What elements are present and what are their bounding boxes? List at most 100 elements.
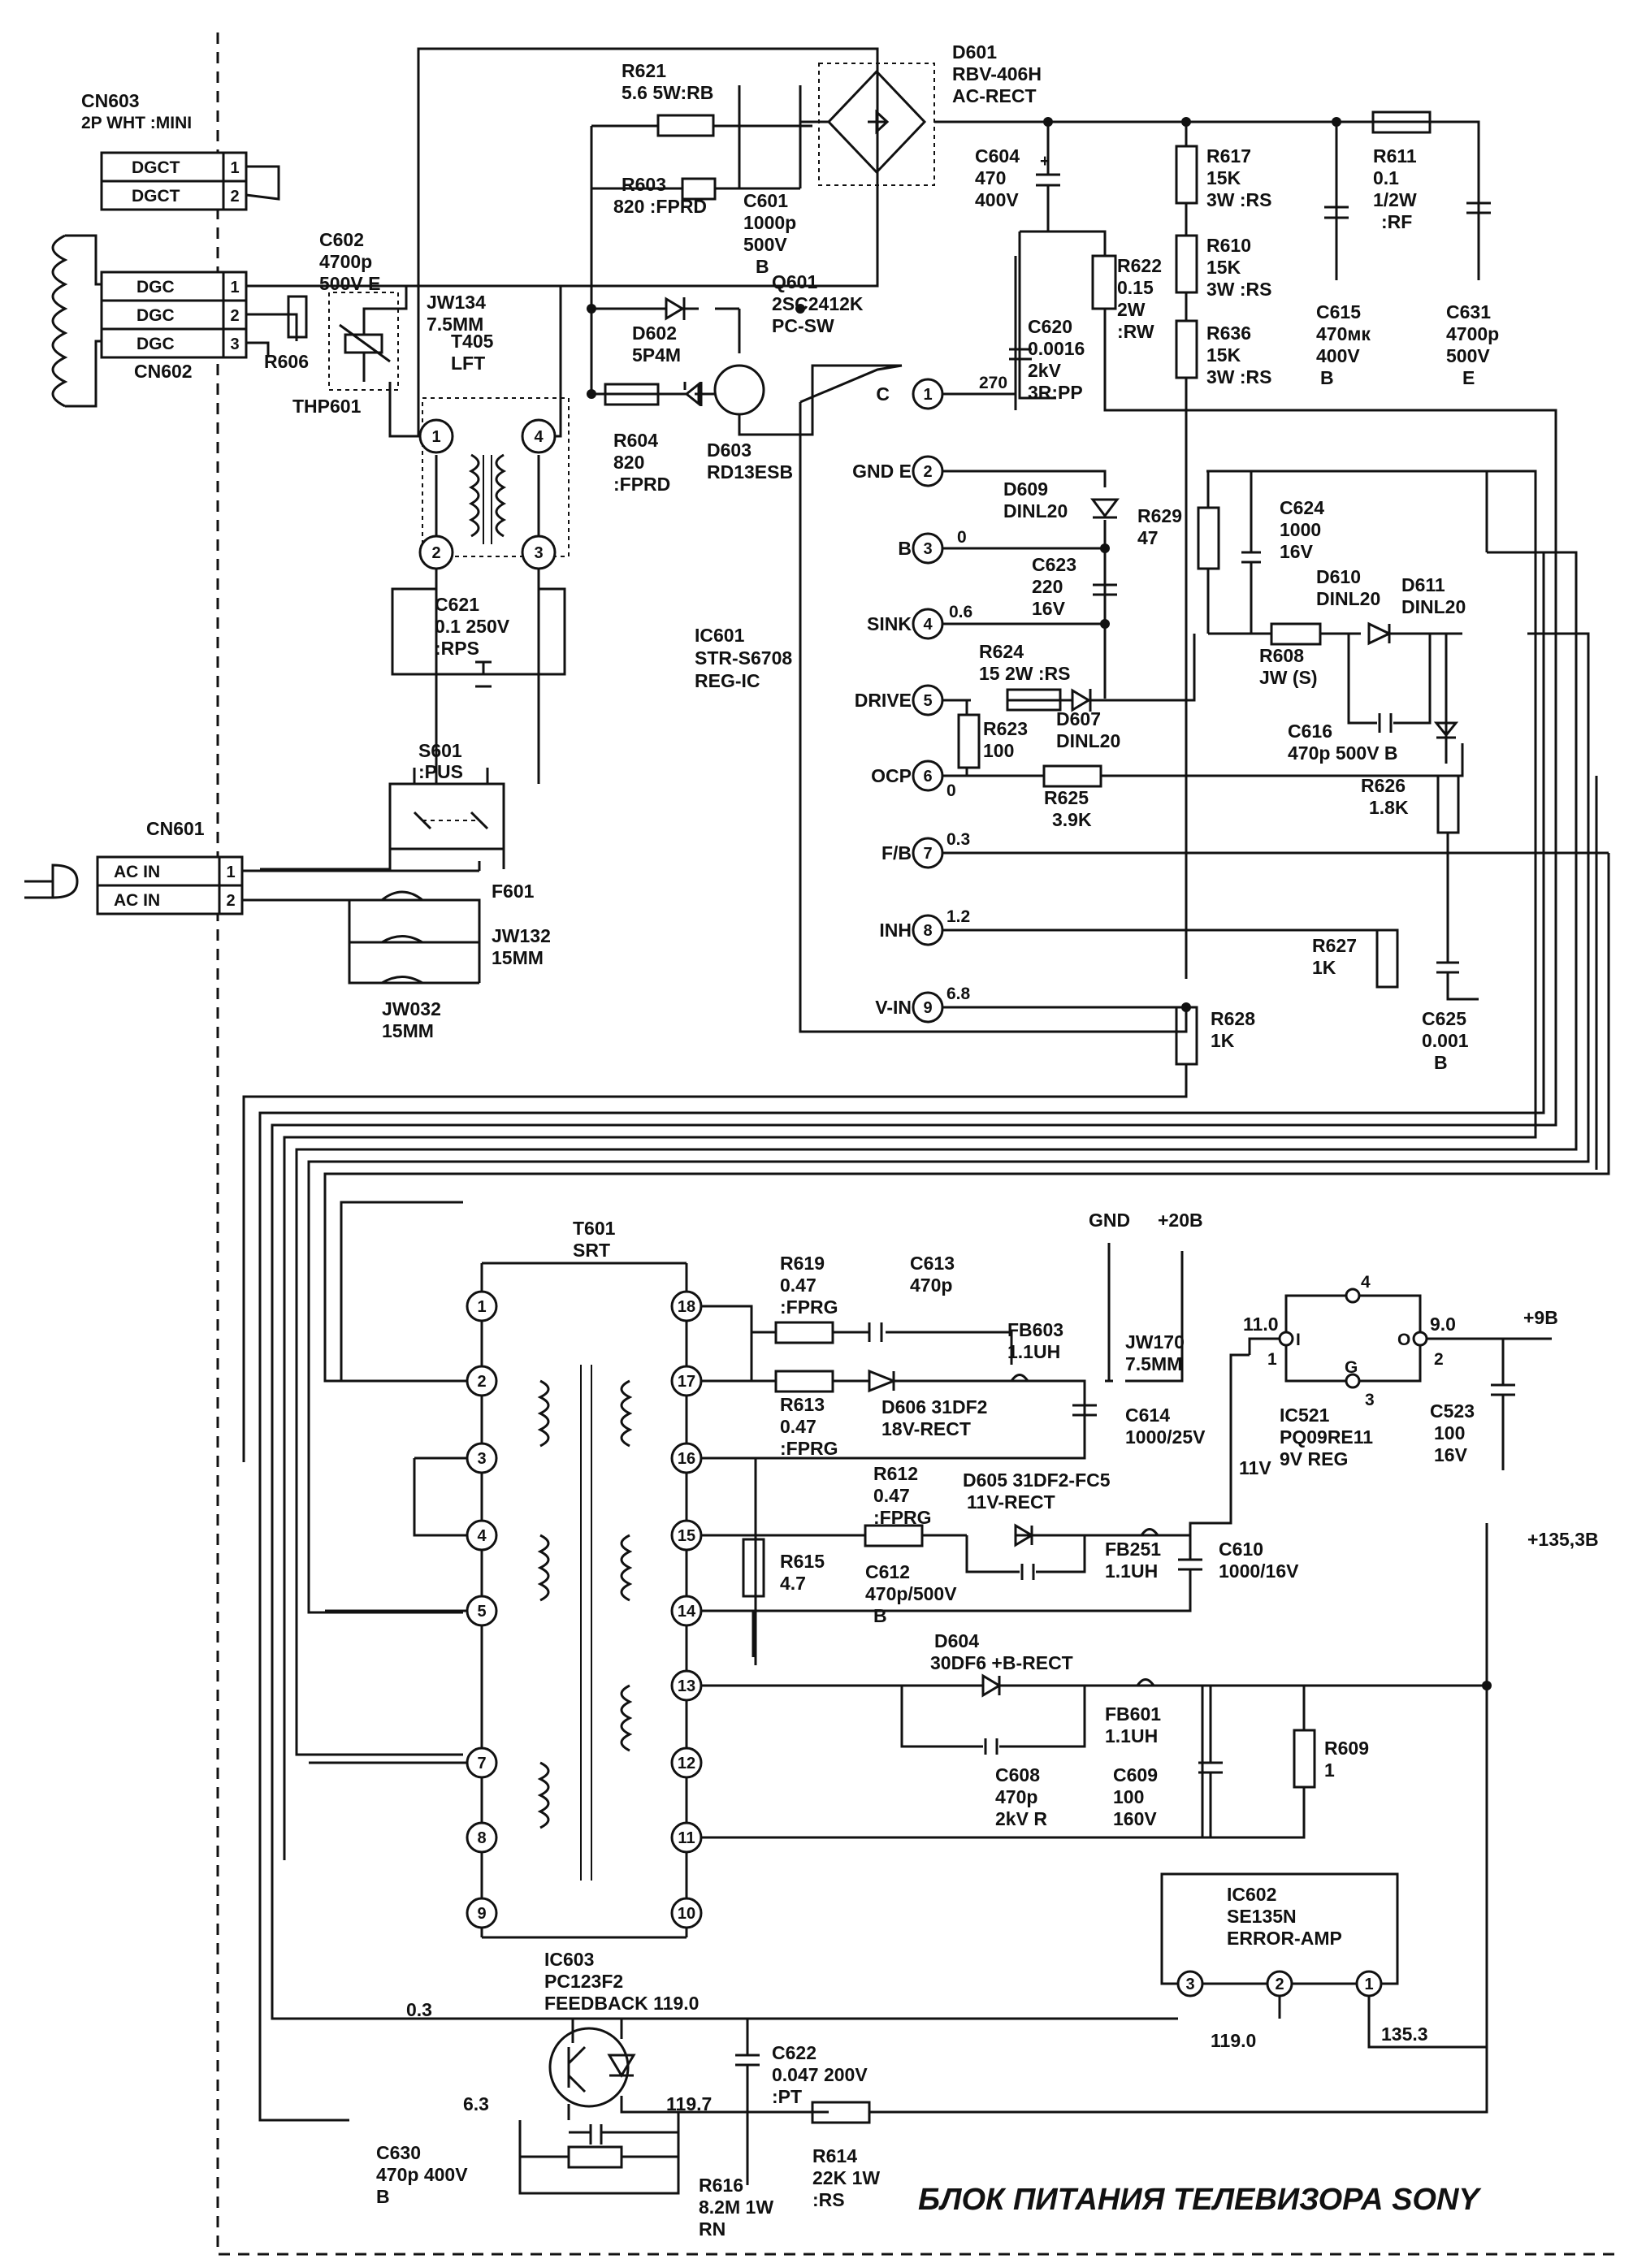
svg-text:160V: 160V	[1113, 1808, 1157, 1829]
svg-text:IC603: IC603	[544, 1949, 594, 1970]
svg-text:820 :FPRD: 820 :FPRD	[613, 196, 707, 217]
svg-text:C621: C621	[435, 594, 479, 615]
svg-text:8: 8	[923, 922, 932, 940]
svg-text::FPRG: :FPRG	[780, 1438, 838, 1459]
svg-text:9: 9	[477, 1905, 486, 1923]
svg-text:4700p: 4700p	[1446, 323, 1499, 344]
cn603-pin2-name: DGCT	[132, 187, 180, 206]
svg-text:0.6: 0.6	[949, 603, 972, 621]
svg-text:B: B	[756, 256, 769, 277]
svg-text:O: O	[1397, 1331, 1410, 1349]
svg-text:R621: R621	[622, 60, 666, 81]
svg-text:F/B: F/B	[881, 842, 912, 863]
svg-text:2kV: 2kV	[1028, 360, 1062, 381]
svg-text:400V: 400V	[1316, 345, 1360, 366]
svg-text:8.2M 1W: 8.2M 1W	[699, 2197, 773, 2218]
svg-text:1: 1	[1364, 1976, 1373, 1993]
svg-text:C614: C614	[1125, 1405, 1170, 1426]
svg-text:Q601: Q601	[772, 271, 817, 292]
svg-text:119.7: 119.7	[666, 2093, 712, 2114]
svg-text:JW (S): JW (S)	[1259, 667, 1318, 688]
svg-text:8: 8	[477, 1829, 486, 1847]
svg-text:C523: C523	[1430, 1400, 1475, 1422]
svg-text:11V: 11V	[1239, 1457, 1271, 1478]
svg-text:G: G	[1345, 1358, 1358, 1377]
svg-text:18V-RECT: 18V-RECT	[881, 1418, 971, 1439]
svg-text:3: 3	[534, 544, 543, 562]
svg-text:1.2: 1.2	[946, 907, 970, 926]
svg-text:R603: R603	[622, 174, 666, 195]
svg-text:15: 15	[678, 1527, 695, 1545]
svg-text:1: 1	[431, 428, 440, 446]
svg-text:15 2W :RS: 15 2W :RS	[979, 663, 1070, 684]
svg-text:C624: C624	[1280, 497, 1324, 518]
svg-text:ERROR-AMP: ERROR-AMP	[1227, 1928, 1342, 1949]
svg-text:AC IN: AC IN	[114, 891, 160, 910]
svg-text:7: 7	[923, 845, 932, 863]
svg-text:135.3: 135.3	[1381, 2023, 1428, 2045]
svg-text:2: 2	[226, 892, 235, 910]
svg-text:JW132: JW132	[492, 925, 551, 946]
svg-text:R614: R614	[812, 2145, 857, 2166]
s601-switch	[388, 782, 505, 850]
svg-text:0.3: 0.3	[406, 1999, 432, 2020]
svg-text:5: 5	[923, 692, 932, 710]
svg-text:22K 1W: 22K 1W	[812, 2167, 880, 2188]
svg-text:SE135N: SE135N	[1227, 1906, 1297, 1927]
cn603-type: 2P WHT :MINI	[81, 114, 192, 132]
svg-text:11V-RECT: 11V-RECT	[967, 1491, 1055, 1513]
cn601-connector: AC IN 1 AC IN 2 CN601	[24, 818, 244, 915]
svg-text:1/2W: 1/2W	[1373, 189, 1417, 210]
svg-text:DINL20: DINL20	[1056, 730, 1120, 751]
svg-text:DINL20: DINL20	[1316, 588, 1380, 609]
svg-text:1: 1	[477, 1298, 486, 1316]
svg-text:C616: C616	[1288, 721, 1332, 742]
svg-text:DINL20: DINL20	[1003, 500, 1068, 522]
svg-text:4: 4	[1361, 1273, 1371, 1292]
svg-text:2: 2	[431, 544, 440, 562]
svg-text:13: 13	[678, 1677, 695, 1695]
svg-text:470p: 470p	[910, 1275, 952, 1296]
svg-text:R615: R615	[780, 1551, 825, 1572]
svg-text:1000p: 1000p	[743, 212, 796, 233]
svg-text:B: B	[376, 2186, 390, 2207]
svg-text:11.0: 11.0	[1243, 1314, 1279, 1335]
svg-text:E: E	[1462, 367, 1475, 388]
svg-text:DGC: DGC	[136, 306, 175, 325]
svg-text::RW: :RW	[1117, 321, 1154, 342]
svg-text:C: C	[876, 383, 890, 405]
svg-text:DINL20: DINL20	[1401, 596, 1466, 617]
svg-text:DRIVE: DRIVE	[855, 690, 912, 711]
svg-text:F601: F601	[492, 881, 535, 902]
svg-text:D604: D604	[934, 1630, 979, 1651]
cn603-pin1-name: DGCT	[132, 158, 180, 177]
svg-text:C623: C623	[1032, 554, 1076, 575]
rail-labels: GND +20В +9В +135,3В 11V 11.0 9.0 0.3 6.…	[406, 1210, 1599, 2114]
svg-text:15K: 15K	[1206, 344, 1241, 366]
ic602-error-amp: 3 2 1	[1160, 1872, 1399, 1997]
svg-text:3W :RS: 3W :RS	[1206, 366, 1272, 387]
svg-text:T405: T405	[451, 331, 494, 352]
svg-text:16V: 16V	[1434, 1444, 1468, 1465]
degauss-coil-icon	[51, 234, 68, 408]
svg-text:3: 3	[230, 335, 239, 353]
svg-text:C610: C610	[1219, 1539, 1263, 1560]
svg-text:IC521: IC521	[1280, 1405, 1330, 1426]
svg-text:270: 270	[979, 374, 1007, 392]
svg-text:119.0: 119.0	[1211, 2030, 1256, 2051]
svg-text:+: +	[1040, 152, 1050, 171]
svg-text:C601: C601	[743, 190, 788, 211]
svg-text:FB601: FB601	[1105, 1703, 1161, 1725]
svg-text:470p/500V: 470p/500V	[865, 1583, 957, 1604]
svg-text:GND: GND	[1089, 1210, 1130, 1231]
svg-text:0.1 250V: 0.1 250V	[435, 616, 510, 637]
ic601-pins: 1 2 3 4 5 6 7 8 9 C GND E B SINK DRIVE O…	[852, 374, 1007, 1024]
svg-text:R610: R610	[1206, 235, 1251, 256]
svg-text:C625: C625	[1422, 1008, 1466, 1029]
svg-text:1000/25V: 1000/25V	[1125, 1426, 1206, 1448]
svg-text:0.47: 0.47	[780, 1275, 816, 1296]
svg-text:1000/16V: 1000/16V	[1219, 1560, 1299, 1582]
svg-text:10: 10	[678, 1905, 695, 1923]
svg-text:C609: C609	[1113, 1764, 1158, 1785]
